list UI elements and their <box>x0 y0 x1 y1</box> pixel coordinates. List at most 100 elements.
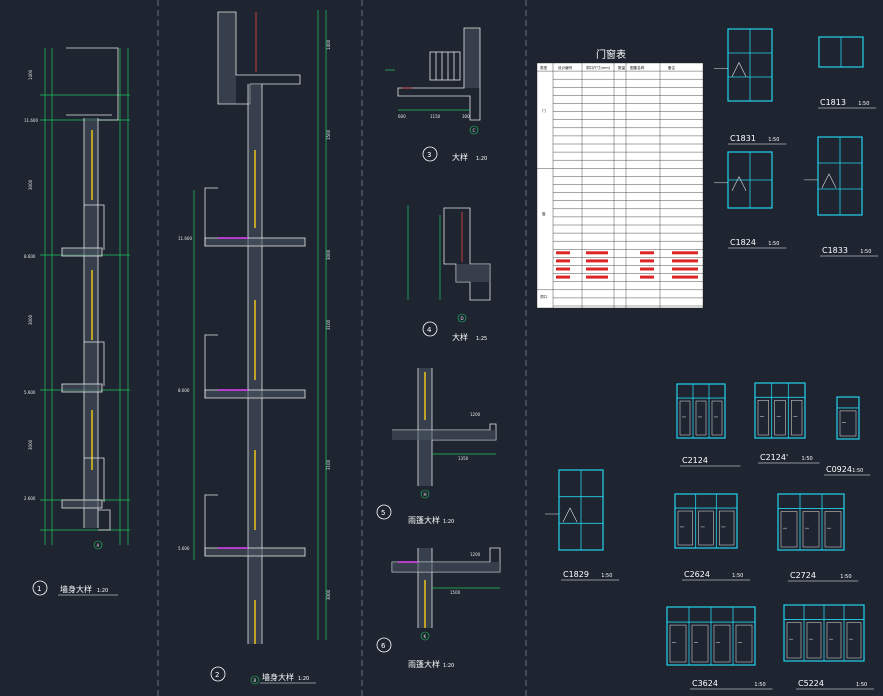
svg-text:2: 2 <box>215 671 219 679</box>
svg-text:3: 3 <box>427 151 431 159</box>
svg-text:雨篷大样: 雨篷大样 <box>408 515 440 525</box>
svg-text:H: H <box>424 492 427 497</box>
svg-text:5.600: 5.600 <box>24 390 36 395</box>
svg-text:图集名称: 图集名称 <box>630 65 645 70</box>
window-scale: 1:50 <box>858 101 869 107</box>
detail-3-section: 600 1150 300 C <box>385 27 481 135</box>
window-c5224: C5224 1:50 <box>783 604 874 690</box>
svg-text:1:20: 1:20 <box>476 156 487 162</box>
svg-text:大样: 大样 <box>452 152 468 162</box>
svg-text:2.600: 2.600 <box>24 496 36 501</box>
window-c2124: C2124 <box>676 383 741 467</box>
window-scale: 1:50 <box>840 574 851 580</box>
svg-text:数量: 数量 <box>618 65 626 70</box>
window-label: C1813 <box>820 98 846 107</box>
window-label: C1824 <box>730 238 756 247</box>
window-c1813: C1813 1:50 <box>818 36 877 109</box>
door-window-table: 门窗表 类型 设计编号 洞口尺寸(mm) 数量 图集名称 备注 门 窗 洞口 <box>536 48 704 309</box>
svg-text:1: 1 <box>37 585 41 593</box>
svg-text:1200: 1200 <box>470 552 481 557</box>
detail-1-title-text: 墙身大样 <box>60 584 92 594</box>
svg-text:洞口尺寸(mm): 洞口尺寸(mm) <box>586 65 611 70</box>
svg-text:3000: 3000 <box>326 249 331 260</box>
window-scale: 1:50 <box>856 682 867 688</box>
svg-text:1:20: 1:20 <box>97 588 108 594</box>
svg-text:3100: 3100 <box>326 319 331 330</box>
table-title: 门窗表 <box>596 48 626 61</box>
detail-6-title: 6 雨篷大样 1:20 <box>376 637 454 669</box>
svg-text:大样: 大样 <box>452 332 468 342</box>
svg-text:1400: 1400 <box>326 39 331 50</box>
svg-text:备注: 备注 <box>668 65 676 70</box>
window-scale: 1:50 <box>860 249 871 255</box>
svg-text:B: B <box>254 678 257 683</box>
svg-text:1400: 1400 <box>28 69 33 80</box>
window-label: C0924 <box>826 465 852 474</box>
window-label: C2724 <box>790 571 816 580</box>
svg-text:1:25: 1:25 <box>476 336 487 342</box>
window-c1831: C1831 1:50 <box>714 28 787 145</box>
svg-text:门: 门 <box>542 108 546 113</box>
window-scale: 1:50 <box>852 468 863 474</box>
window-label: C2124 <box>682 456 708 465</box>
svg-text:300: 300 <box>462 114 470 119</box>
detail-5-section: 1200 1350 H <box>392 368 497 499</box>
svg-text:A: A <box>97 543 100 548</box>
detail-1-title: 1 墙身大样 1:20 <box>32 580 118 596</box>
svg-text:4: 4 <box>427 326 432 334</box>
window-scale: 1:50 <box>732 573 743 579</box>
window-label: C1831 <box>730 134 756 143</box>
detail-6-section: 1200 1500 K <box>391 547 501 641</box>
svg-text:设计编号: 设计编号 <box>558 65 573 70</box>
svg-text:6: 6 <box>381 642 386 650</box>
svg-text:类型: 类型 <box>540 65 548 70</box>
svg-text:洞口: 洞口 <box>540 294 548 299</box>
window-label: C3624 <box>692 679 718 688</box>
window-scale: 1:50 <box>768 241 779 247</box>
svg-text:D: D <box>461 316 464 321</box>
svg-text:1:20: 1:20 <box>443 519 454 525</box>
window-label: C5224 <box>798 679 824 688</box>
svg-text:8.600: 8.600 <box>24 254 36 259</box>
window-scale: 1:50 <box>768 137 779 143</box>
svg-text:1150: 1150 <box>430 114 441 119</box>
svg-text:1:20: 1:20 <box>443 663 454 669</box>
svg-text:3000: 3000 <box>28 439 33 450</box>
svg-text:11.600: 11.600 <box>178 236 192 241</box>
window-c1824: C1824 1:50 <box>714 151 787 249</box>
svg-text:600: 600 <box>398 114 406 119</box>
window-c1833: C1833 1:50 <box>804 136 879 257</box>
svg-text:5.600: 5.600 <box>178 546 190 551</box>
svg-text:3000: 3000 <box>28 179 33 190</box>
detail-4-title: 4 大样 1:25 <box>422 321 487 342</box>
detail-2-wall-section: 1400 1500 3000 3100 3100 3000 11.600 8.6… <box>178 10 331 685</box>
svg-text:8.600: 8.600 <box>178 388 190 393</box>
svg-text:11.600: 11.600 <box>24 118 38 123</box>
table-rows <box>536 62 704 309</box>
detail-1-wall-section: 1400 3000 3000 3000 11.600 8.600 5.600 2… <box>24 47 130 550</box>
detail-3-title: 3 大样 1:20 <box>422 146 487 162</box>
window-c2124p: C2124'1:50 <box>754 382 820 464</box>
window-label: C1833 <box>822 246 848 255</box>
detail-2-title-text: 墙身大样 <box>262 672 294 682</box>
svg-text:窗: 窗 <box>542 211 546 216</box>
detail-5-title: 5 雨篷大样 1:20 <box>376 504 454 525</box>
window-c1829: C1829 1:50 <box>545 469 620 581</box>
svg-text:5: 5 <box>381 509 385 517</box>
svg-text:3000: 3000 <box>326 589 331 600</box>
window-label: C2124' <box>760 453 788 462</box>
svg-text:3100: 3100 <box>326 459 331 470</box>
window-scale: 1:50 <box>601 573 612 579</box>
detail-4-section: D <box>407 205 491 323</box>
detail-2-title: 2 墙身大样 1:20 <box>210 666 316 684</box>
svg-text:C: C <box>473 128 476 133</box>
svg-text:1500: 1500 <box>450 590 461 595</box>
svg-text:3000: 3000 <box>28 314 33 325</box>
window-label: C1829 <box>563 570 589 579</box>
